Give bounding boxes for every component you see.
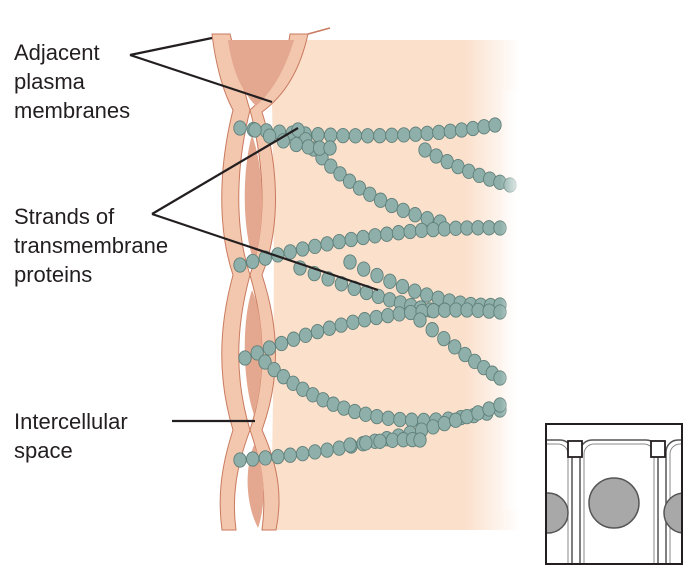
- protein-bead: [246, 451, 260, 467]
- protein-bead: [283, 244, 297, 260]
- leader-lines: [129, 36, 379, 423]
- protein-bead: [334, 317, 348, 333]
- protein-bead: [262, 340, 277, 356]
- protein-bead: [368, 228, 382, 244]
- protein-bead: [343, 437, 357, 453]
- protein-bead: [352, 180, 367, 196]
- intercellular-space: [244, 135, 263, 262]
- protein-bead: [323, 127, 338, 143]
- protein-bead: [308, 444, 322, 460]
- protein-bead: [320, 236, 334, 252]
- protein-bead: [262, 128, 277, 144]
- protein-bead: [233, 120, 247, 136]
- inset-nucleus: [663, 492, 681, 534]
- label-intercellular-space: Intercellular space: [14, 407, 128, 465]
- protein-bead: [295, 241, 310, 257]
- inset-nucleus: [547, 492, 569, 534]
- protein-bead: [357, 312, 372, 328]
- label-line: Strands of: [14, 204, 115, 229]
- protein-bead: [348, 403, 362, 420]
- protein-bead: [356, 229, 370, 246]
- protein-bead: [363, 186, 377, 202]
- label-line: transmembrane: [14, 233, 169, 258]
- label-strands-of-proteins: Strands of transmembrane proteins: [14, 202, 168, 289]
- cell-layer-locator-icon: [545, 423, 683, 565]
- protein-bead: [320, 442, 334, 458]
- protein-bead: [289, 136, 303, 153]
- protein-bead: [248, 122, 262, 138]
- protein-bead: [308, 238, 322, 255]
- protein-bead: [336, 127, 350, 144]
- protein-bead: [250, 345, 264, 361]
- protein-bead: [342, 173, 357, 189]
- label-line: plasma: [14, 69, 85, 94]
- protein-bead: [332, 233, 346, 250]
- protein-bead: [344, 231, 358, 248]
- protein-bead: [233, 452, 247, 468]
- protein-bead: [359, 406, 373, 422]
- protein-bead: [361, 128, 375, 144]
- protein-bead: [271, 448, 285, 465]
- protein-bead: [348, 128, 363, 144]
- intercellular-space: [228, 40, 294, 106]
- protein-bead: [298, 327, 313, 343]
- protein-bead: [324, 158, 338, 174]
- protein-bead: [332, 440, 346, 456]
- protein-bead: [286, 331, 301, 347]
- label-line: space: [14, 438, 73, 463]
- protein-bead: [238, 350, 252, 366]
- protein-bead: [322, 320, 337, 336]
- label-line: Intercellular: [14, 409, 128, 434]
- protein-bead: [233, 257, 247, 273]
- right-plasma-membrane: [249, 33, 309, 531]
- inset-junction-marker: [567, 440, 583, 458]
- leader-line-strand-upper: [151, 127, 299, 215]
- protein-bead: [333, 166, 347, 182]
- protein-bead: [311, 127, 325, 143]
- protein-bead: [323, 140, 337, 156]
- label-line: Adjacent: [14, 40, 100, 65]
- protein-bead: [283, 447, 297, 463]
- leader-line-strand-lower: [151, 212, 379, 292]
- inset-nucleus: [588, 477, 640, 529]
- protein-bead: [274, 335, 289, 352]
- protein-bead: [357, 261, 371, 277]
- inset-junction-marker: [650, 440, 666, 458]
- protein-bead: [301, 139, 315, 155]
- protein-bead: [258, 250, 272, 266]
- protein-bead: [359, 435, 373, 451]
- leader-line-membrane-right: [129, 53, 273, 104]
- left-plasma-membrane: [211, 33, 251, 531]
- protein-bead: [258, 450, 272, 466]
- protein-bead: [267, 361, 281, 378]
- protein-bead: [343, 254, 357, 270]
- protein-bead: [258, 354, 272, 370]
- protein-bead: [276, 369, 291, 385]
- protein-bead: [310, 323, 325, 340]
- protein-bead: [246, 253, 260, 270]
- label-line: proteins: [14, 262, 93, 287]
- protein-bead: [295, 445, 310, 462]
- label-adjacent-plasma-membranes: Adjacent plasma membranes: [14, 38, 130, 125]
- protein-bead: [346, 314, 360, 330]
- leader-line-membrane-left: [129, 36, 213, 57]
- label-line: membranes: [14, 98, 131, 123]
